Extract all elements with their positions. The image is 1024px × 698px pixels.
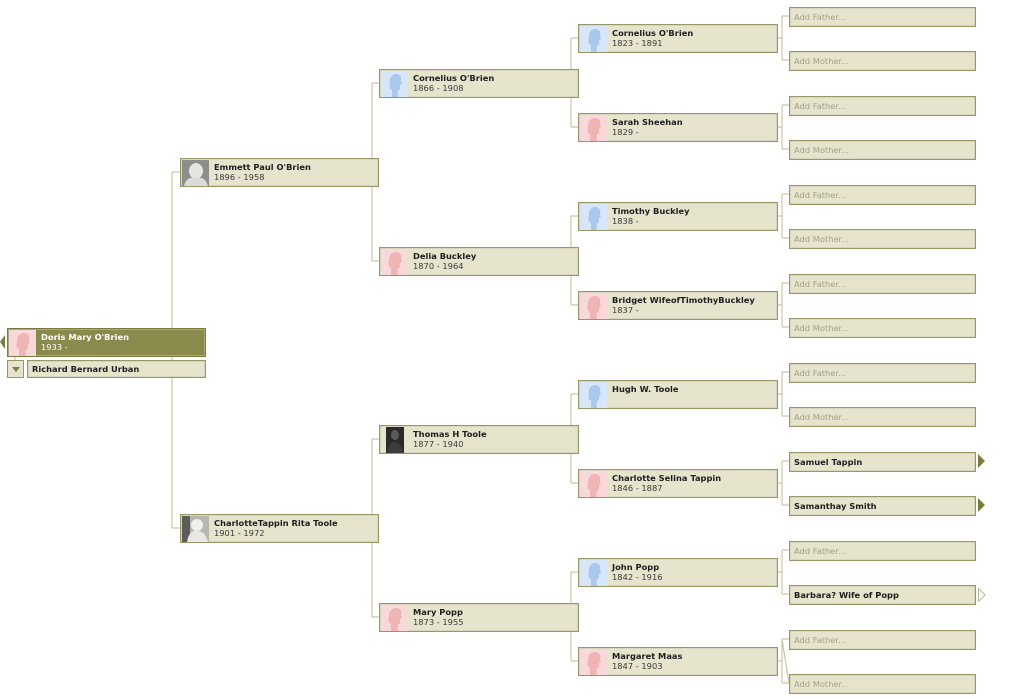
female-silhouette-icon: [580, 293, 607, 319]
person-name: Thomas H Toole: [413, 429, 487, 439]
person-name: Emmett Paul O'Brien: [214, 162, 311, 172]
slot-label: Add Father...: [794, 635, 846, 645]
slot-label: Add Father...: [794, 546, 846, 556]
female-silhouette-icon: [580, 471, 607, 497]
slot-label: Add Mother...: [794, 145, 850, 155]
person-card[interactable]: Timothy Buckley 1838 -: [578, 202, 778, 231]
person-name: Charlotte Selina Tappin: [612, 473, 722, 483]
person-card-compact[interactable]: Samanthay Smith: [789, 496, 976, 516]
slot-label: Add Father...: [794, 368, 846, 378]
add-father-button[interactable]: Add Father...: [789, 185, 976, 205]
male-silhouette-icon: [580, 560, 607, 586]
person-card[interactable]: Hugh W. Toole: [578, 380, 778, 409]
add-father-button[interactable]: Add Father...: [789, 96, 976, 116]
person-card[interactable]: Sarah Sheehan 1829 -: [578, 113, 778, 142]
male-silhouette-icon: [580, 26, 607, 52]
person-name: Samuel Tappin: [794, 457, 863, 467]
slot-label: Add Mother...: [794, 56, 850, 66]
expand-ancestors-hollow-arrow-icon[interactable]: [978, 587, 986, 603]
person-dates: 1842 - 1916: [612, 572, 663, 582]
slot-label: Add Mother...: [794, 234, 850, 244]
slot-label: Add Father...: [794, 101, 846, 111]
female-silhouette-icon: [580, 649, 607, 675]
female-silhouette-icon: [580, 115, 607, 141]
person-card[interactable]: Mary Popp 1873 - 1955: [379, 603, 579, 632]
slot-label: Add Mother...: [794, 412, 850, 422]
person-name: Timothy Buckley: [612, 206, 690, 216]
person-card[interactable]: Margaret Maas 1847 - 1903: [578, 647, 778, 676]
add-father-button[interactable]: Add Father...: [789, 630, 976, 650]
person-name: John Popp: [612, 562, 660, 572]
slot-label: Add Mother...: [794, 323, 850, 333]
person-dates: 1866 - 1908: [413, 83, 464, 93]
slot-label: Add Father...: [794, 12, 846, 22]
male-silhouette-icon: [381, 71, 408, 97]
person-dates: 1829 -: [612, 127, 639, 137]
person-card-mother[interactable]: CharlotteTappin Rita Toole 1901 - 1972: [180, 514, 379, 543]
spouse-card[interactable]: Richard Bernard Urban: [27, 360, 206, 378]
person-name: Doris Mary O'Brien: [41, 332, 129, 342]
person-name: Sarah Sheehan: [612, 117, 683, 127]
person-dates: 1873 - 1955: [413, 617, 464, 627]
person-card-compact[interactable]: Samuel Tappin: [789, 452, 976, 472]
person-dates: 1823 - 1891: [612, 38, 663, 48]
female-silhouette-icon: [9, 330, 36, 356]
person-dates: 1837 -: [612, 305, 639, 315]
add-father-button[interactable]: Add Father...: [789, 7, 976, 27]
person-name: Cornelius O'Brien: [612, 28, 694, 38]
add-mother-button[interactable]: Add Mother...: [789, 674, 976, 694]
person-name: CharlotteTappin Rita Toole: [214, 518, 338, 528]
person-photo: [182, 516, 209, 542]
expand-ancestors-arrow-icon[interactable]: [978, 498, 985, 512]
slot-label: Add Father...: [794, 279, 846, 289]
person-photo: [386, 427, 404, 453]
person-dates: 1877 - 1940: [413, 439, 464, 449]
add-mother-button[interactable]: Add Mother...: [789, 407, 976, 427]
person-dates: 1896 - 1958: [214, 172, 265, 182]
female-silhouette-icon: [381, 605, 408, 631]
add-mother-button[interactable]: Add Mother...: [789, 140, 976, 160]
person-dates: 1901 - 1972: [214, 528, 265, 538]
spouse-name: Richard Bernard Urban: [32, 364, 140, 374]
person-card[interactable]: Bridget WifeofTimothyBuckley 1837 -: [578, 291, 778, 320]
chevron-down-icon: [12, 367, 20, 372]
person-dates: 1933 -: [41, 342, 68, 352]
person-card[interactable]: Cornelius O'Brien 1823 - 1891: [578, 24, 778, 53]
person-dates: 1847 - 1903: [612, 661, 663, 671]
spouse-dropdown-button[interactable]: [7, 360, 24, 378]
male-silhouette-icon: [580, 382, 607, 408]
person-card[interactable]: John Popp 1842 - 1916: [578, 558, 778, 587]
person-card[interactable]: Cornelius O'Brien 1866 - 1908: [379, 69, 579, 98]
person-name: Mary Popp: [413, 607, 463, 617]
person-name: Barbara? Wife of Popp: [794, 590, 899, 600]
person-card-father[interactable]: Emmett Paul O'Brien 1896 - 1958: [180, 158, 379, 187]
person-card[interactable]: Charlotte Selina Tappin 1846 - 1887: [578, 469, 778, 498]
person-name: Hugh W. Toole: [612, 384, 679, 394]
person-card[interactable]: Delia Buckley 1870 - 1964: [379, 247, 579, 276]
add-father-button[interactable]: Add Father...: [789, 541, 976, 561]
person-name: Delia Buckley: [413, 251, 477, 261]
slot-label: Add Father...: [794, 190, 846, 200]
descendants-arrow-icon[interactable]: [0, 335, 5, 349]
male-silhouette-icon: [580, 204, 607, 230]
root-person-card[interactable]: Doris Mary O'Brien 1933 -: [7, 328, 206, 357]
person-dates: 1846 - 1887: [612, 483, 663, 493]
add-mother-button[interactable]: Add Mother...: [789, 51, 976, 71]
female-silhouette-icon: [381, 249, 408, 275]
person-photo: [182, 160, 209, 186]
person-name: Bridget WifeofTimothyBuckley: [612, 295, 755, 305]
person-name: Samanthay Smith: [794, 501, 877, 511]
add-father-button[interactable]: Add Father...: [789, 363, 976, 383]
person-name: Cornelius O'Brien: [413, 73, 495, 83]
add-mother-button[interactable]: Add Mother...: [789, 318, 976, 338]
person-dates: 1838 -: [612, 216, 639, 226]
expand-ancestors-arrow-icon[interactable]: [978, 454, 985, 468]
add-father-button[interactable]: Add Father...: [789, 274, 976, 294]
slot-label: Add Mother...: [794, 679, 850, 689]
person-card-compact[interactable]: Barbara? Wife of Popp: [789, 585, 976, 605]
add-mother-button[interactable]: Add Mother...: [789, 229, 976, 249]
person-card[interactable]: Thomas H Toole 1877 - 1940: [379, 425, 579, 454]
person-dates: 1870 - 1964: [413, 261, 464, 271]
person-name: Margaret Maas: [612, 651, 683, 661]
